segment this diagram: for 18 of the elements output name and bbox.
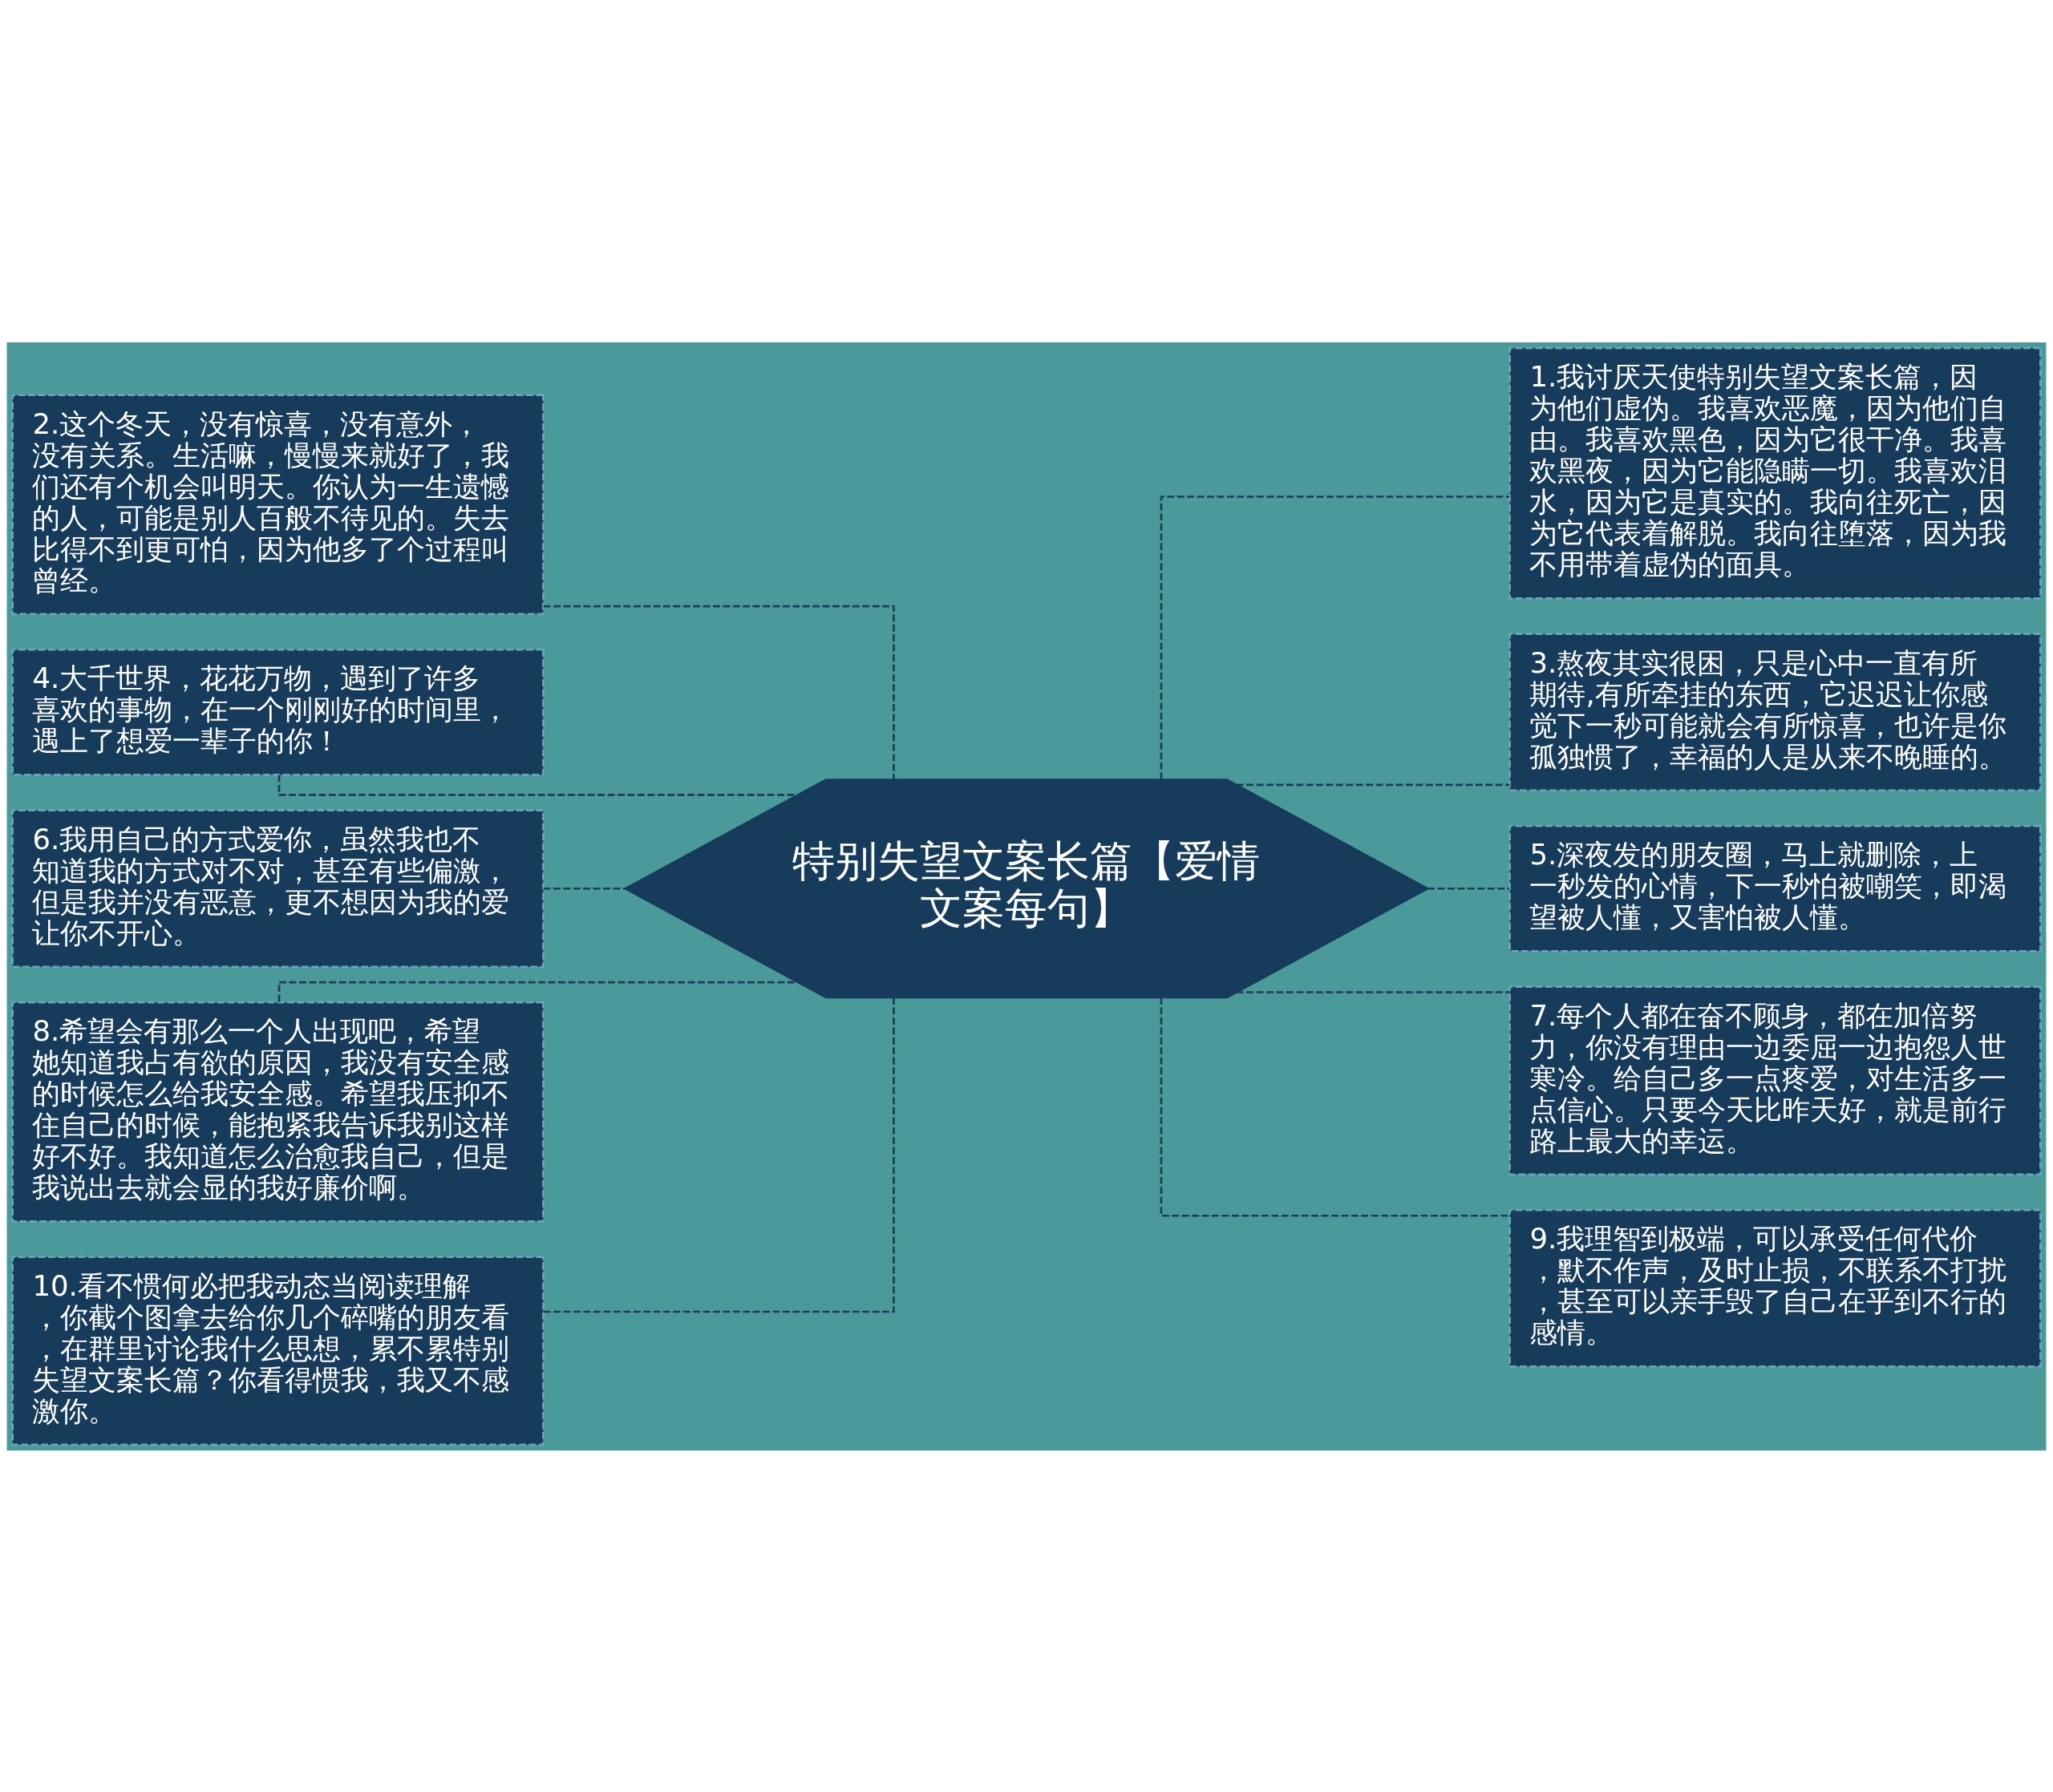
node-box: 8.希望会有那么一个人出现吧，希望她知道我占有欲的原因，我没有安全感的时候怎么给我安全感。希望我压抑不住自己的时候，能抱紧我告诉我别这样好不好。我知道怎么治愈我自己，但是我说出去就会显的我好廉价啊。 bbox=[11, 1001, 545, 1223]
connector bbox=[543, 997, 895, 1313]
node-box: 3.熬夜其实很困，只是心中一直有所期待,有所牵挂的东西，它迟迟让你感觉下一秒可能就会有所惊喜，也许是你孤独惯了，幸福的人是从来不晚睡的。 bbox=[1508, 632, 2042, 791]
node-box: 5.深夜发的朋友圈，马上就删除，上一秒发的心情，下一秒怕被嘲笑，即渴望被人懂，又害怕被人懂。 bbox=[1508, 824, 2042, 953]
node-box: 9.我理智到极端，可以承受任何代价，默不作声，及时止损，不联系不打扰，甚至可以亲手毁了自己在乎到不行的感情。 bbox=[1508, 1208, 2042, 1368]
connector bbox=[1236, 783, 1510, 786]
connector bbox=[543, 605, 895, 779]
node-box: 2.这个冬天，没有惊喜，没有意外，没有关系。生活嘛，慢慢来就好了，我们还有个机会叫明天。你认为一生遗憾的人，可能是别人百般不待见的。失去比得不到更可怕，因为他多了个过程叫曾经。 bbox=[11, 393, 545, 615]
node-box: 10.看不惯何必把我动态当阅读理解，你截个图拿去给你几个碎嘴的朋友看，在群里讨论我什么思想，累不累特别失望文案长篇？你看得惯我，我又不感激你。 bbox=[11, 1255, 545, 1446]
connector bbox=[1160, 495, 1510, 779]
node-box: 6.我用自己的方式爱你，虽然我也不知道我的方式对不对，甚至有些偏激，但是我并没有恶意，更不想因为我的爱让你不开心。 bbox=[11, 808, 545, 968]
connector bbox=[1160, 997, 1510, 1217]
node-box: 7.每个人都在奋不顾身，都在加倍努力，你没有理由一边委屈一边抱怨人世寒冷。给自己多一点疼爱，对生活多一点信心。只要今天比昨天好，就是前行路上最大的幸运。 bbox=[1508, 985, 2042, 1175]
node-box: 4.大千世界，花花万物，遇到了许多喜欢的事物，在一个刚刚好的时间里，遇上了想爱一辈子的你！ bbox=[11, 648, 545, 776]
connector bbox=[1427, 887, 1509, 890]
connector bbox=[1236, 990, 1510, 993]
node-box: 1.我讨厌天使特别失望文案长篇，因为他们虚伪。我喜欢恶魔，因为他们自由。我喜欢黑色，因为它很干净。我喜欢黑夜，因为它能隐瞒一切。我喜欢泪水，因为它是真实的。我向往死亡，因为它代表着解脱。我向往堕落，因为我不用带着虚伪的面具。 bbox=[1508, 346, 2042, 600]
connector bbox=[543, 887, 626, 890]
